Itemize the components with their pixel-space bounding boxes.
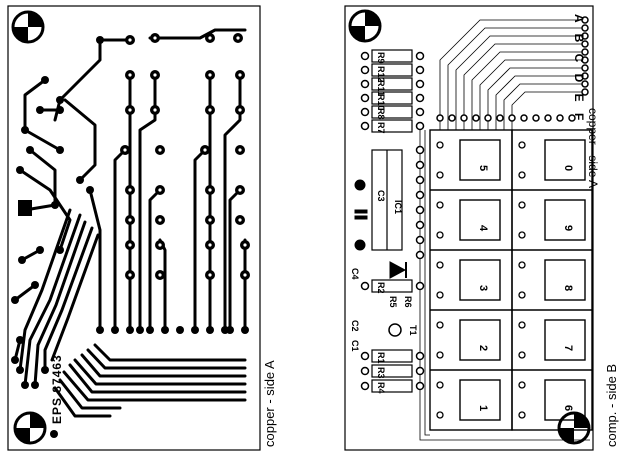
- key-pads: [436, 141, 526, 419]
- eps-code-label: EPS 87463: [50, 354, 64, 424]
- left-pad-holes: [123, 36, 247, 277]
- resistor-label: R8: [376, 108, 386, 120]
- left-board-outline: [7, 5, 261, 451]
- resistor-label: R11: [376, 80, 386, 96]
- left-side-label: copper - side A: [262, 360, 277, 447]
- key-label: 6: [562, 405, 574, 411]
- resistor-label: R7: [376, 122, 386, 134]
- key-label: 0: [562, 165, 574, 171]
- registration-mark-bottom-left: [13, 411, 47, 445]
- component-label: C4: [350, 268, 360, 280]
- right-board: [344, 5, 594, 451]
- key-label: 3: [477, 285, 489, 291]
- eps-logo-icon: [50, 430, 58, 438]
- component-label: IC1: [393, 200, 403, 214]
- left-pads: [11, 33, 250, 389]
- letter-label: A: [572, 14, 586, 27]
- resistor-label: R1: [376, 352, 386, 364]
- right-components: [354, 179, 407, 337]
- key-label: 1: [477, 405, 489, 411]
- resistor-label: R5: [388, 296, 398, 308]
- resistor-label: R6: [403, 296, 413, 308]
- letter-label: F: [572, 112, 586, 125]
- letter-label: E: [572, 93, 586, 106]
- key-label: 5: [477, 165, 489, 171]
- component-label: C2: [350, 320, 360, 332]
- right-component-labels: C1 C2 C3 C4 IC1 T1: [350, 190, 418, 352]
- resistor-label: R9: [376, 52, 386, 64]
- component-label: C3: [376, 190, 386, 202]
- right-board-outline: [344, 5, 594, 451]
- resistor-label: R3: [376, 367, 386, 379]
- component-label: C1: [350, 340, 360, 352]
- copper-side-label: copper - side A: [586, 108, 600, 189]
- letter-label: C: [572, 53, 586, 67]
- left-board: [7, 5, 261, 451]
- key-label: 9: [562, 225, 574, 231]
- right-wiring: [419, 19, 590, 441]
- registration-mark-top-right: [348, 9, 382, 43]
- letter-label: B: [572, 33, 586, 47]
- component-label: T1: [408, 325, 418, 336]
- key-label: 8: [562, 285, 574, 291]
- right-resistor-labels: R9 R12 R11 R10 R8 R7 R2 R1 R3 R4 R5 R6: [376, 52, 413, 394]
- registration-mark-top-left: [11, 10, 45, 44]
- resistor-column: [371, 49, 413, 393]
- key-label: 4: [477, 225, 489, 232]
- resistor-label: R4: [376, 382, 386, 394]
- resistor-label: R10: [376, 94, 386, 111]
- right-side-label: comp. - side B: [604, 363, 619, 447]
- key-number-labels: 1 2 3 4 5 6 7 8 9 0: [477, 165, 574, 411]
- resistor-label: R2: [376, 282, 386, 294]
- right-pads: [360, 16, 589, 391]
- connector-letters: A B C D E F: [572, 14, 586, 124]
- key-label: 7: [562, 345, 574, 351]
- letter-label: D: [572, 73, 586, 87]
- key-grid: [429, 129, 593, 431]
- resistor-label: R12: [376, 66, 386, 83]
- key-label: 2: [477, 345, 489, 351]
